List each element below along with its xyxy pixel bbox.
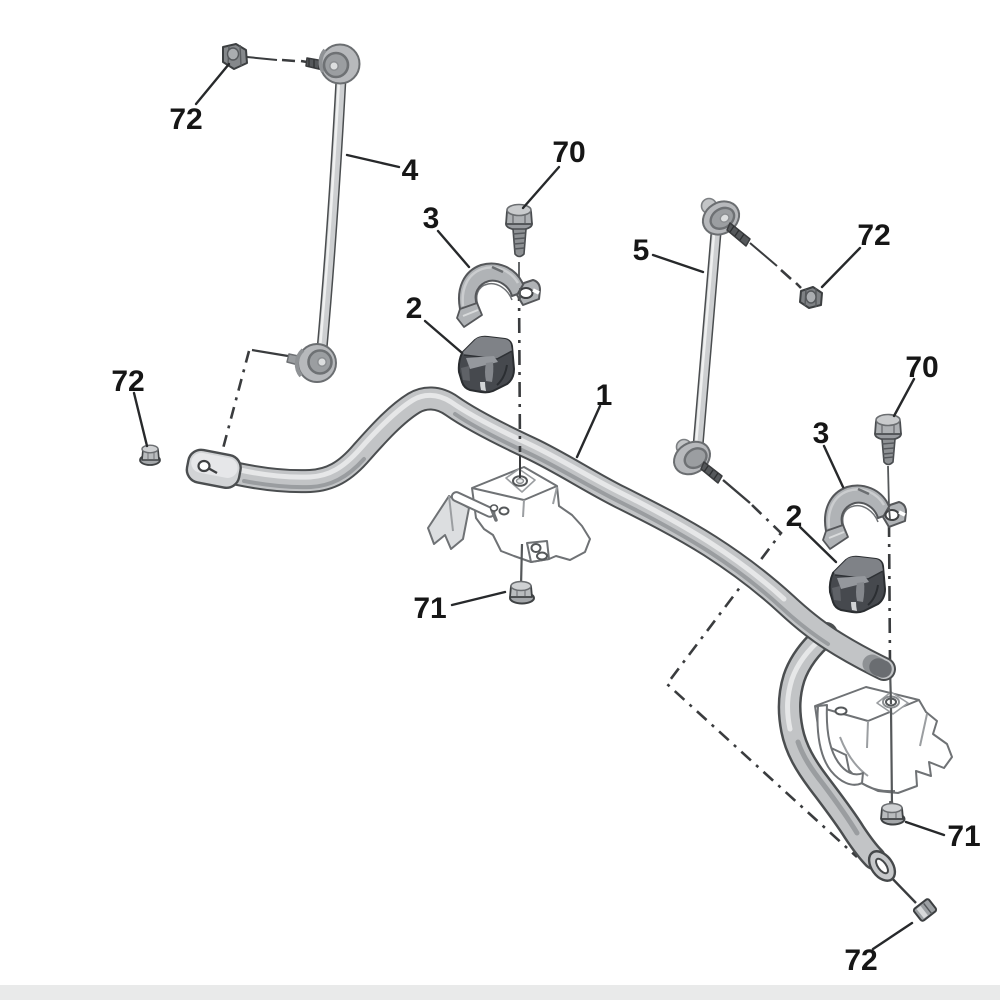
svg-text:71: 71 [413,592,446,625]
svg-text:72: 72 [169,103,202,136]
svg-text:70: 70 [552,136,585,169]
svg-text:4: 4 [402,154,419,187]
svg-text:2: 2 [406,292,423,325]
svg-text:72: 72 [844,944,877,977]
svg-text:3: 3 [813,417,830,450]
svg-text:70: 70 [905,351,938,384]
svg-text:72: 72 [111,365,144,398]
svg-text:72: 72 [857,219,890,252]
svg-text:3: 3 [423,202,440,235]
svg-text:1: 1 [596,379,613,412]
svg-text:2: 2 [786,500,803,533]
svg-text:5: 5 [633,234,650,267]
svg-text:71: 71 [947,820,980,853]
